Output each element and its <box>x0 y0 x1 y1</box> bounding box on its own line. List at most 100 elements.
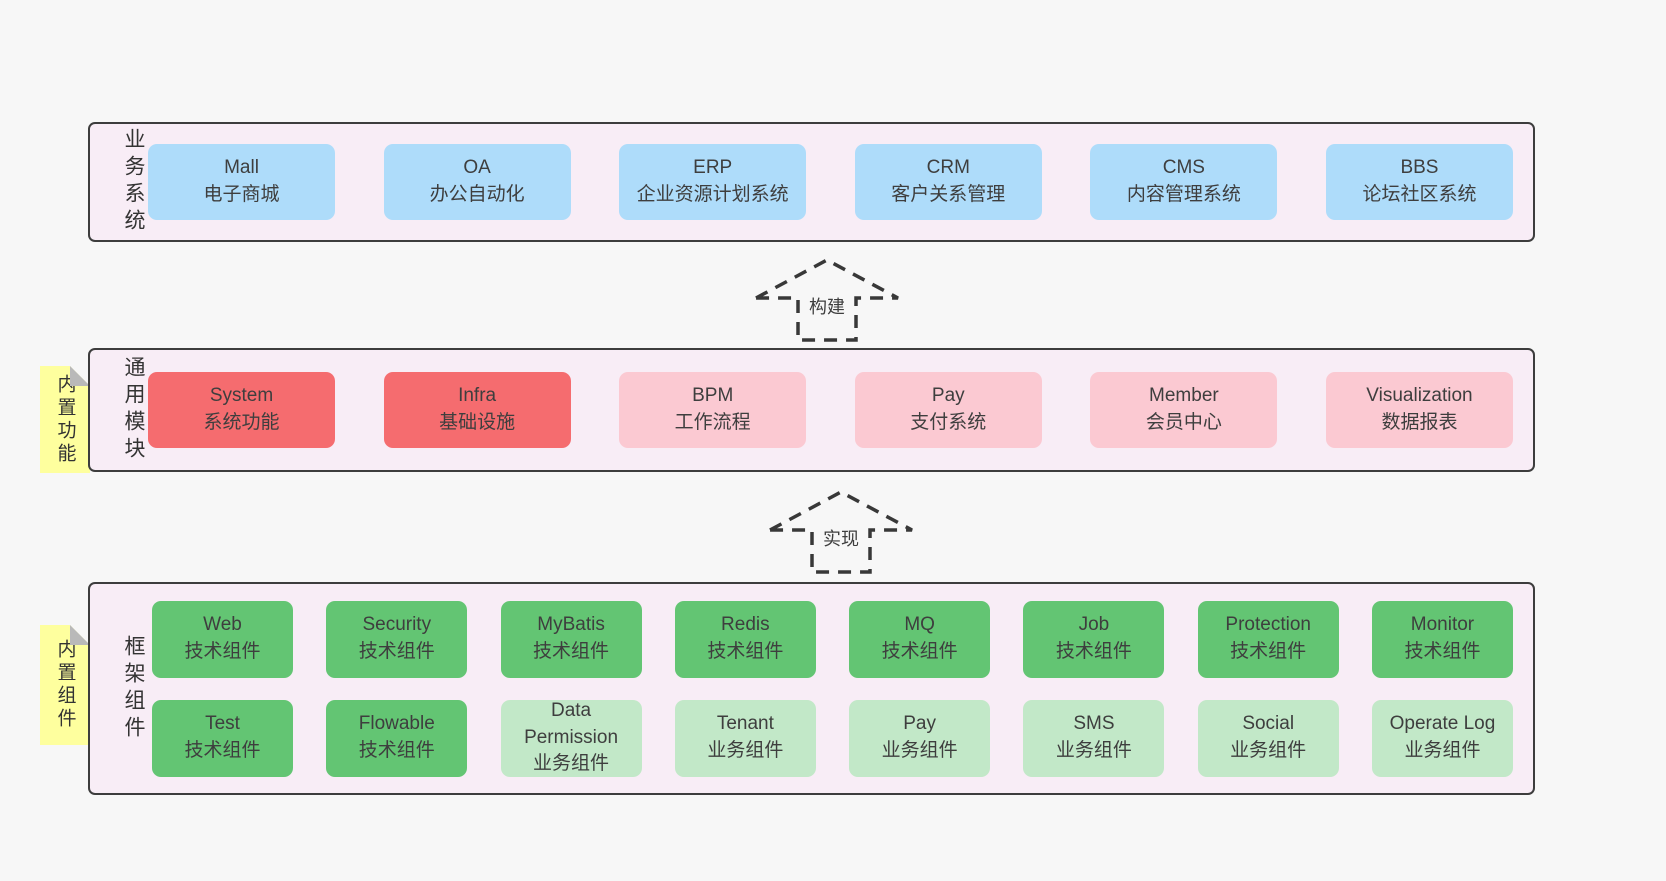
box-subtitle: 办公自动化 <box>429 184 525 205</box>
box-title: Social <box>1242 713 1295 735</box>
box-operate-log: Operate Log 业务组件 <box>1371 699 1513 777</box>
box-subtitle: 系统功能 <box>203 412 280 433</box>
common-modules-row: System 系统功能 Infra 基础设施 BPM 工作流程 Pay 支付系统… <box>148 372 1513 448</box>
framework-components-row-1: Web 技术组件 Security 技术组件 MyBatis 技术组件 Redi… <box>152 600 1513 678</box>
box-bbs: BBS 论坛社区系统 <box>1325 144 1513 220</box>
box-monitor: Monitor 技术组件 <box>1371 600 1513 678</box>
box-title: OA <box>463 157 491 179</box>
box-title: Mall <box>224 157 259 179</box>
business-systems-row: Mall 电子商城 OA 办公自动化 ERP 企业资源计划系统 CRM 客户关系… <box>148 144 1513 220</box>
box-subtitle: 技术组件 <box>184 740 261 761</box>
box-title: Visualization <box>1366 385 1473 407</box>
box-title: Security <box>362 614 432 636</box>
box-title: Tenant <box>716 713 774 735</box>
box-title: Member <box>1149 385 1219 407</box>
framework-components-panel: 框架组件 Web 技术组件 Security 技术组件 MyBatis 技术组件… <box>88 582 1535 795</box>
box-web: Web 技术组件 <box>152 600 293 678</box>
box-subtitle: 数据报表 <box>1381 412 1458 433</box>
box-subtitle: 技术组件 <box>881 641 958 662</box>
box-bpm: BPM 工作流程 <box>619 372 807 448</box>
framework-components-rows: Web 技术组件 Security 技术组件 MyBatis 技术组件 Redi… <box>148 600 1513 777</box>
box-data-permission: Data Permission 业务组件 <box>500 699 642 777</box>
box-title: System <box>209 385 274 407</box>
box-title: Flowable <box>358 713 435 735</box>
box-mq: MQ 技术组件 <box>849 600 991 678</box>
box-subtitle: 企业资源计划系统 <box>636 184 789 205</box>
box-flowable: Flowable 技术组件 <box>326 699 468 777</box>
built-in-components-tab-label: 内置组件 <box>54 639 76 731</box>
box-title: Data Permission <box>524 699 619 748</box>
box-title: ERP <box>693 157 733 179</box>
box-subtitle: 论坛社区系统 <box>1362 184 1477 205</box>
box-title: Test <box>205 713 240 735</box>
box-title: BPM <box>692 385 734 407</box>
box-subtitle: 支付系统 <box>910 412 987 433</box>
box-title: Monitor <box>1410 614 1475 636</box>
box-title: Operate Log <box>1389 713 1496 735</box>
common-modules-panel: 通用模块 System 系统功能 Infra 基础设施 BPM 工作流程 Pay… <box>88 348 1535 472</box>
box-job: Job 技术组件 <box>1023 600 1165 678</box>
box-mall: Mall 电子商城 <box>148 144 335 220</box>
box-subtitle: 客户关系管理 <box>891 184 1006 205</box>
built-in-features-tab: 内置功能 <box>40 366 90 473</box>
box-subtitle: 技术组件 <box>358 740 435 761</box>
build-arrow: 构建 <box>751 254 903 344</box>
box-test: Test 技术组件 <box>152 699 293 777</box>
box-pay-system: Pay 支付系统 <box>854 372 1042 448</box>
box-subtitle: 业务组件 <box>707 740 784 761</box>
box-crm: CRM 客户关系管理 <box>854 144 1042 220</box>
box-title: CRM <box>926 157 970 179</box>
box-title: MyBatis <box>537 614 605 636</box>
box-title: Pay <box>931 385 965 407</box>
box-title: Protection <box>1225 614 1311 636</box>
business-systems-panel: 业务系统 Mall 电子商城 OA 办公自动化 ERP 企业资源计划系统 CRM… <box>88 122 1535 242</box>
box-member: Member 会员中心 <box>1090 372 1278 448</box>
box-subtitle: 技术组件 <box>707 641 784 662</box>
box-subtitle: 技术组件 <box>1055 641 1132 662</box>
box-sms: SMS 业务组件 <box>1023 699 1165 777</box>
box-title: Job <box>1078 614 1110 636</box>
box-subtitle: 业务组件 <box>533 753 610 775</box>
box-subtitle: 工作流程 <box>674 412 751 433</box>
box-visualization: Visualization 数据报表 <box>1325 372 1513 448</box>
framework-components-row-2: Test 技术组件 Flowable 技术组件 Data Permission … <box>152 699 1513 777</box>
box-subtitle: 业务组件 <box>1055 740 1132 761</box>
box-subtitle: 业务组件 <box>1230 740 1307 761</box>
up-arrow-icon <box>769 490 913 574</box>
box-pay-component: Pay 业务组件 <box>849 699 991 777</box>
box-title: SMS <box>1073 713 1115 735</box>
box-infra: Infra 基础设施 <box>383 372 571 448</box>
box-subtitle: 技术组件 <box>1404 641 1481 662</box>
build-arrow-label: 构建 <box>806 293 848 319</box>
box-title: Infra <box>458 385 497 407</box>
box-mybatis: MyBatis 技术组件 <box>500 600 642 678</box>
built-in-features-tab-label: 内置功能 <box>54 373 76 466</box>
box-tenant: Tenant 业务组件 <box>674 699 816 777</box>
box-title: MQ <box>904 614 935 636</box>
box-subtitle: 业务组件 <box>881 740 958 761</box>
box-protection: Protection 技术组件 <box>1197 600 1339 678</box>
box-cms: CMS 内容管理系统 <box>1090 144 1278 220</box>
box-title: Pay <box>903 713 936 735</box>
box-subtitle: 技术组件 <box>184 641 261 662</box>
framework-components-label: 框架组件 <box>122 634 145 743</box>
box-subtitle: 会员中心 <box>1145 412 1222 433</box>
box-subtitle: 内容管理系统 <box>1126 184 1241 205</box>
business-systems-label: 业务系统 <box>122 128 145 236</box>
box-redis: Redis 技术组件 <box>674 600 816 678</box>
box-subtitle: 技术组件 <box>358 641 435 662</box>
box-subtitle: 技术组件 <box>533 641 610 662</box>
box-subtitle: 基础设施 <box>439 412 516 433</box>
box-title: Redis <box>721 614 770 636</box>
up-arrow-icon <box>755 258 899 342</box>
box-system: System 系统功能 <box>148 372 335 448</box>
implement-arrow: 实现 <box>765 486 917 576</box>
box-social: Social 业务组件 <box>1197 699 1339 777</box>
box-subtitle: 技术组件 <box>1230 641 1307 662</box>
built-in-components-tab: 内置组件 <box>40 625 90 745</box>
box-title: CMS <box>1162 157 1205 179</box>
box-subtitle: 电子商城 <box>203 184 280 205</box>
box-erp: ERP 企业资源计划系统 <box>619 144 807 220</box>
box-title: Web <box>203 614 242 636</box>
common-modules-label: 通用模块 <box>122 356 145 464</box>
